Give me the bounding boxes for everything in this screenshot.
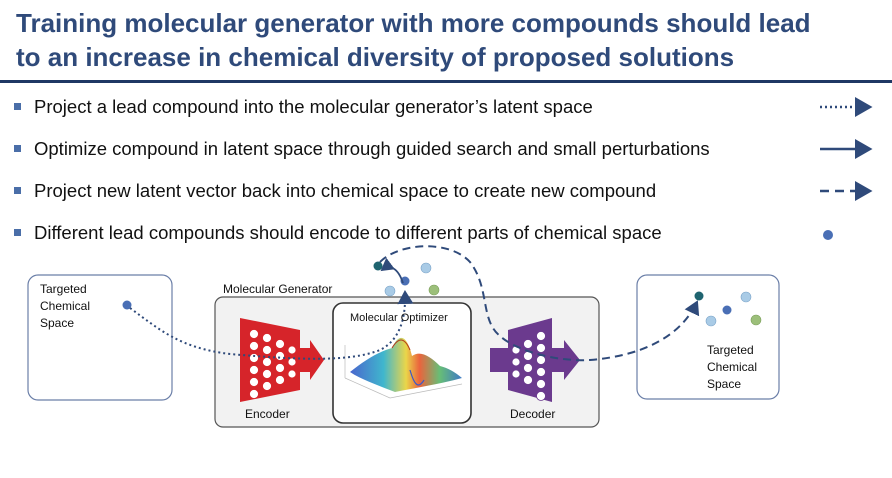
bullet-item: Project a lead compound into the molecul… xyxy=(14,92,794,134)
lead-compound-dot xyxy=(122,300,132,310)
title-line-1: Training molecular generator with more c… xyxy=(16,8,811,38)
right-space-label: Targeted Chemical Space xyxy=(707,343,758,391)
bullet-square-icon xyxy=(14,145,21,152)
encoder-network xyxy=(240,318,324,402)
left-space-label: Targeted Chemical Space xyxy=(40,282,91,330)
compound-dot xyxy=(750,314,762,326)
title-divider xyxy=(0,80,892,83)
legend-arrows xyxy=(820,97,873,240)
optimize-solid-arrow xyxy=(380,257,404,284)
decode-dashed-arrow xyxy=(379,245,700,362)
decoder-label: Decoder xyxy=(510,407,556,421)
encode-dotted-arrow xyxy=(129,290,414,360)
bullet-item: Different lead compounds should encode t… xyxy=(14,218,794,260)
new-compound-dot xyxy=(694,291,704,301)
dot-icon xyxy=(823,230,833,240)
latent-dot xyxy=(420,262,432,274)
bullet-square-icon xyxy=(14,187,21,194)
bullet-item: Optimize compound in latent space throug… xyxy=(14,134,794,176)
latent-dot xyxy=(428,284,440,296)
latent-dot xyxy=(384,285,396,297)
latent-dot xyxy=(373,261,383,271)
bullet-square-icon xyxy=(14,103,21,110)
encoder-label: Encoder xyxy=(245,407,290,421)
optimization-surface-plot xyxy=(344,337,463,399)
slide-title: Training molecular generator with more c… xyxy=(16,6,884,74)
compound-dot xyxy=(722,305,732,315)
bullet-item: Project new latent vector back into chem… xyxy=(14,176,794,218)
bullet-list: Project a lead compound into the molecul… xyxy=(14,92,794,260)
molecular-optimizer-label: Molecular Optimizer xyxy=(350,312,448,324)
compound-dot xyxy=(705,315,717,327)
title-line-2: to an increase in chemical diversity of … xyxy=(16,42,735,72)
molecular-generator-label: Molecular Generator xyxy=(223,282,333,296)
compound-dot xyxy=(740,291,752,303)
right-chemical-space-box xyxy=(636,274,780,400)
latent-dot xyxy=(400,276,410,286)
bullet-square-icon xyxy=(14,229,21,236)
